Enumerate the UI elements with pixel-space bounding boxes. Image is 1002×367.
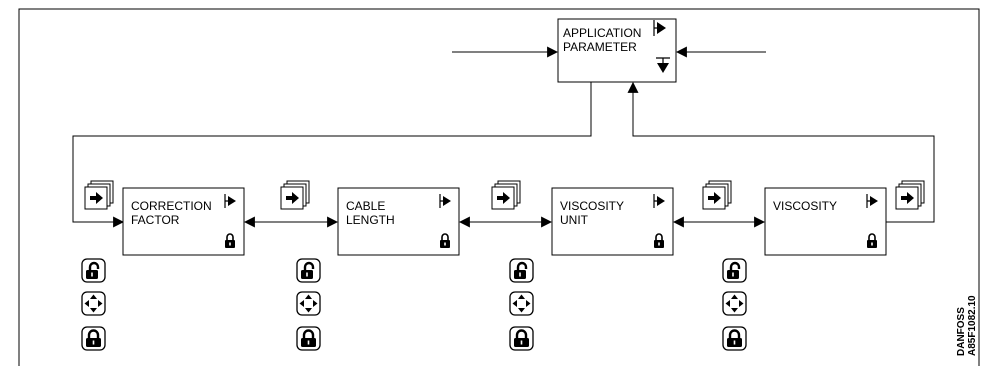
button-column-3 [509,258,534,351]
next-parameter-arrow-icon [653,20,666,36]
four-arrows-icon[interactable] [81,291,106,316]
drawing-reference: DANFOSS A85F1082.10 [956,295,978,356]
parameter-box-label-line1: CORRECTION [131,199,212,213]
four-arrows-icon[interactable] [509,291,534,316]
button-column-1 [81,258,106,351]
padlock-small-icon [440,233,450,248]
padlock-closed-icon[interactable] [509,326,534,351]
parameter-box-label-line1: VISCOSITY [560,199,624,213]
page-stack-arrow-icon[interactable] [280,180,310,210]
padlock-small-icon [654,233,664,248]
padlock-open-icon[interactable] [296,258,321,283]
parameter-boxes: CORRECTIONFACTORCABLELENGTHVISCOSITYUNIT… [122,187,887,256]
padlock-small-icon [867,233,877,248]
application-parameter-label-line1: APPLICATION [563,26,641,40]
application-parameter-box[interactable]: APPLICATION PARAMETER [557,18,677,83]
next-parameter-arrow-icon [653,194,665,208]
application-parameter-label-line2: PARAMETER [563,40,637,54]
page-stack-arrow-icon[interactable] [491,180,521,210]
parameter-box-label-line2: LENGTH [346,213,395,227]
loop-to-correction-factor-arrow [72,82,592,228]
padlock-open-icon[interactable] [509,258,534,283]
parameter-box-4[interactable]: VISCOSITY [764,187,887,256]
page-stack-arrow-icon[interactable] [895,180,925,210]
button-icon-columns [81,258,747,351]
page-stack-arrow-icon[interactable] [702,180,732,210]
parameter-box-label-line1: CABLE [346,199,385,213]
padlock-closed-icon[interactable] [722,326,747,351]
page-stack-icons [84,180,925,210]
next-parameter-arrow-icon [224,194,236,208]
button-column-4 [722,258,747,351]
diagram-frame [18,8,980,366]
page-stack-arrow-icon[interactable] [84,180,114,210]
reference-line2: A85F1082.10 [967,295,978,356]
down-arrow-icon [656,57,670,73]
next-parameter-arrow-icon [439,194,451,208]
button-column-2 [296,258,321,351]
padlock-small-icon [225,233,235,248]
reference-line1: DANFOSS [956,307,967,356]
loop-from-viscosity-arrow [627,81,935,223]
padlock-closed-icon[interactable] [296,326,321,351]
parameter-box-label-line2: FACTOR [131,213,180,227]
next-parameter-arrow-icon [866,194,878,208]
four-arrows-icon[interactable] [722,291,747,316]
parameter-box-label-line2: UNIT [560,213,589,227]
padlock-open-icon[interactable] [722,258,747,283]
four-arrows-icon[interactable] [296,291,321,316]
padlock-open-icon[interactable] [81,258,106,283]
padlock-closed-icon[interactable] [81,326,106,351]
parameter-box-label-line1: VISCOSITY [773,199,837,213]
